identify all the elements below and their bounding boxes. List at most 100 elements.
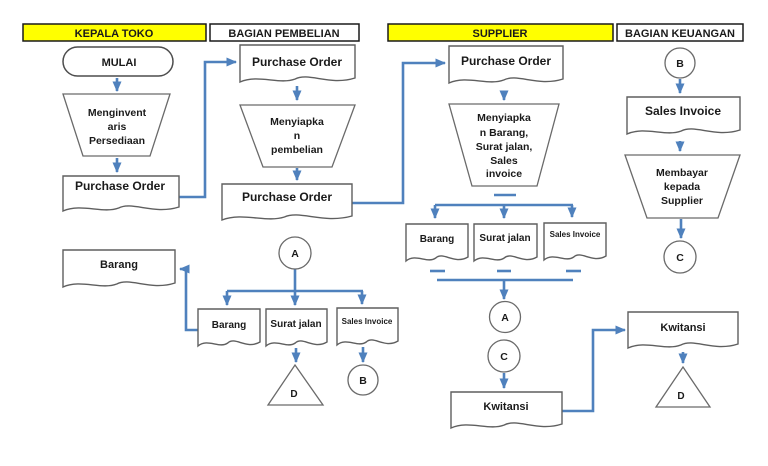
document-shape [627,311,739,350]
manual-operation-shape [448,103,560,187]
connector-circle-shape [664,47,696,79]
lane-header-bagian-pembelian: BAGIAN PEMBELIAN [209,23,360,42]
terminator-shape [62,46,174,77]
node-label-line: Menyiapka [477,112,531,124]
node-bp-barang: Barang [197,308,261,348]
document-shape [197,308,261,348]
node-menginventaris-persediaan: Menginvent aris Persediaan [62,93,171,157]
connector-bppo2-to-sppo [352,58,446,205]
node-bp-sales-invoice: Sales Invoice [336,307,399,347]
node-label-line: kepada [664,181,700,193]
lane-header-kepala-toko: KEPALA TOKO [22,23,207,42]
node-label: Barang [420,234,454,245]
node-sp-connector-a: A [488,300,522,334]
node-sp-purchase-order: Purchase Order [448,45,564,85]
node-label: MULAI [102,57,137,69]
lane-label: KEPALA TOKO [75,28,154,40]
lane-label: BAGIAN KEUANGAN [625,28,735,40]
node-bp-offline-storage-d: D [266,363,325,406]
node-label: C [676,252,684,264]
lane-cell [616,23,744,42]
node-label: B [359,375,367,387]
document-shape [450,391,563,430]
node-bp-connector-b: B [347,364,379,396]
lane-label: SUPPLIER [472,28,527,40]
node-mulai: MULAI [62,46,174,77]
node-sp-kwitansi: Kwitansi [450,391,563,430]
node-label: Kwitansi [483,401,528,413]
document-shape [336,307,399,347]
node-label-line: Persediaan [89,135,145,147]
connector-circle-shape [663,240,697,274]
node-bp-purchase-order-bottom: Purchase Order [221,183,353,222]
node-label: D [677,391,684,402]
node-kt-barang: Barang [62,249,176,289]
node-label: Kwitansi [660,322,705,334]
node-label: C [500,351,508,363]
manual-operation-shape [62,93,171,157]
node-membayar-kepada-supplier: Membayar kepada Supplier [624,154,741,219]
node-sp-surat-jalan: Surat jalan [473,223,538,263]
node-label-line: Menginvent [88,107,147,119]
document-shape [543,222,607,262]
manual-operation-shape [624,154,741,219]
document-shape [626,96,741,136]
node-label-line: Sales [490,155,518,167]
lane-label: BAGIAN PEMBELIAN [228,28,339,40]
node-label: Sales Invoice [645,104,721,118]
node-label: Purchase Order [242,190,332,204]
manual-operation-shape [239,104,356,168]
connector-spkwitansi-to-bkkwitansi [562,325,626,413]
node-label: Purchase Order [252,55,342,69]
node-kt-purchase-order: Purchase Order [62,175,180,213]
node-bk-sales-invoice: Sales Invoice [626,96,741,136]
lane-cell [387,23,614,42]
node-bp-purchase-order-top: Purchase Order [239,44,356,84]
node-label: Surat jalan [270,319,321,330]
node-label: Barang [100,259,138,271]
node-label-line: pembelian [271,144,323,156]
node-label: Surat jalan [479,233,530,244]
node-label: D [290,389,297,400]
connector-bpbarang-to-ktbarang [179,264,198,332]
lane-cell [22,23,207,42]
node-label: B [676,58,684,70]
node-sp-sales-invoice: Sales Invoice [543,222,607,262]
connector-circle-shape [347,364,379,396]
node-bk-kwitansi: Kwitansi [627,311,739,350]
connector-ktpo-to-bppo [179,57,237,199]
lane-cell [209,23,360,42]
node-label-line: Surat jalan, [476,141,533,153]
node-label: Purchase Order [461,54,551,68]
node-sp-connector-c: C [487,339,521,373]
node-label: A [291,248,299,260]
node-label-line: invoice [486,168,522,180]
connector-circle-shape [488,300,522,334]
node-label-line: n Barang, [480,127,529,139]
node-bk-connector-c: C [663,240,697,274]
node-bk-connector-b: B [664,47,696,79]
node-label: Sales Invoice [550,230,601,239]
node-label-line: aris [108,121,127,133]
connector-circle-shape [278,236,312,270]
node-bp-surat-jalan: Surat jalan [265,308,328,348]
node-bp-connector-a: A [278,236,312,270]
node-label: Sales Invoice [342,317,393,326]
node-bk-offline-storage-d: D [654,365,712,408]
node-menyiapkan-pembelian: Menyiapka n pembelian [239,104,356,168]
node-label-line: n [294,130,300,142]
node-label-line: Menyiapka [270,116,324,128]
document-shape [448,45,564,85]
connector-circle-shape [487,339,521,373]
document-shape [62,175,180,213]
document-shape [405,223,469,263]
node-label-line: Supplier [661,195,703,207]
node-menyiapkan-barang: Menyiapka n Barang, Surat jalan, Sales i… [448,103,560,187]
document-shape [473,223,538,263]
offline-storage-triangle [654,365,712,408]
document-shape [239,44,356,84]
document-shape [62,249,176,289]
node-label: Purchase Order [75,179,165,193]
